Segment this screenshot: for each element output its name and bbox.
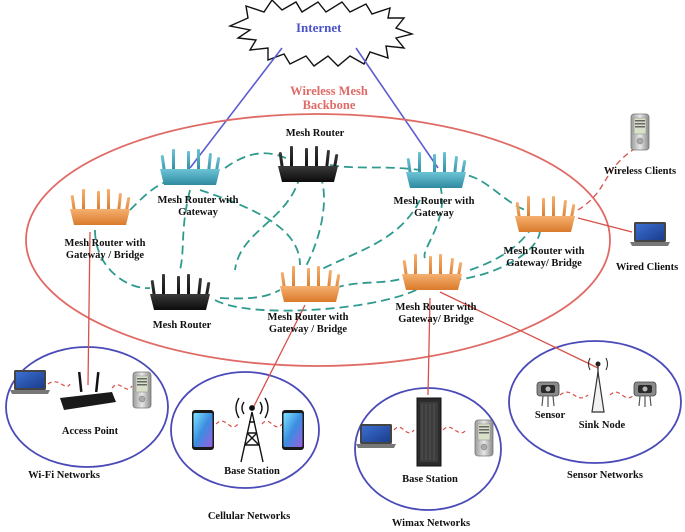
cellular-link-left (215, 420, 239, 428)
wired-client-laptop-icon (630, 222, 670, 246)
wireless-clients-label: Wireless Clients (603, 166, 677, 177)
wimax-link-laptop (393, 426, 415, 434)
backbone-title-line1: Wireless Mesh (290, 84, 368, 98)
mesh-links (94, 152, 541, 312)
wifi-link-laptop (47, 381, 71, 387)
wired-clients-label: Wired Clients (615, 262, 679, 273)
sensor-label: Sensor (534, 410, 566, 421)
router-gateway-right-label: Mesh Router with Gateway (393, 196, 475, 219)
mesh-router-bridge-bottom-right (402, 254, 463, 290)
router-bridge-far-right-label: Mesh Router with Gateway/ Bridge (503, 246, 585, 269)
router-bridge-bottom-right-label: Mesh Router with Gateway/ Bridge (395, 302, 477, 325)
wireless-client-device-icon (630, 113, 650, 151)
wifi-laptop-icon (10, 370, 50, 394)
wifi-pda-icon (132, 371, 152, 409)
sensor-right-icon (633, 381, 657, 408)
router-gateway-left-label: Mesh Router with Gateway (157, 195, 239, 218)
wired-client-link (577, 217, 633, 233)
sensor-network-circle (508, 340, 682, 464)
cellular-network-circle (170, 371, 320, 489)
wimax-base-station-icon (416, 397, 442, 467)
wifi-networks-label: Wi-Fi Networks (28, 470, 100, 481)
cellular-base-station-label: Base Station (224, 466, 280, 477)
access-point-icon (60, 371, 116, 410)
internet-label: Internet (296, 20, 342, 35)
wimax-link-pda (442, 426, 467, 434)
wimax-networks-label: Wimax Networks (391, 518, 471, 529)
wireless-client-link (577, 144, 641, 211)
uplink-right (355, 47, 439, 169)
wifi-network-circle (5, 346, 169, 468)
uplink-left (189, 47, 283, 169)
wimax-pda-icon (474, 419, 494, 457)
wifi-link-pda (111, 384, 133, 390)
router-top-center-label: Mesh Router (285, 128, 345, 139)
sensor-link-left (559, 391, 589, 399)
sensor-link-right (609, 391, 635, 399)
mesh-router-bridge-far-right (515, 196, 576, 232)
cellular-networks-label: Cellular Networks (207, 511, 291, 522)
router-bridge-bottom-mid-label: Mesh Router with Gateway / Bridge (267, 312, 349, 335)
cellular-link-right (261, 420, 283, 428)
mesh-router-bridge-bottom-mid (280, 266, 341, 302)
backbone-title: Wireless Mesh Backbone (270, 84, 388, 112)
link-to-cellular (251, 304, 306, 411)
cell-tower-icon (235, 397, 269, 463)
backbone-title-line2: Backbone (302, 98, 356, 112)
mesh-router-top-center (278, 146, 339, 182)
router-bridge-far-left-label: Mesh Router with Gateway / Bridge (64, 238, 146, 261)
mesh-router-bridge-far-left (70, 189, 131, 225)
link-to-wimax (427, 297, 431, 396)
access-point-label: Access Point (61, 426, 119, 437)
backbone-ellipse (25, 113, 611, 367)
sensor-left-icon (536, 381, 560, 408)
cellular-phone-left-icon (192, 410, 214, 450)
cellular-phone-right-icon (282, 410, 304, 450)
wimax-base-station-label: Base Station (402, 474, 458, 485)
link-to-sink-node (439, 291, 599, 369)
wimax-laptop-icon (356, 424, 396, 448)
mesh-router-bottom-left (150, 274, 211, 310)
sink-node-icon (588, 357, 608, 413)
link-to-access-point (87, 231, 91, 386)
sink-node-label: Sink Node (578, 420, 626, 431)
sensor-networks-label: Sensor Networks (567, 470, 643, 481)
router-bottom-left-label: Mesh Router (152, 320, 212, 331)
